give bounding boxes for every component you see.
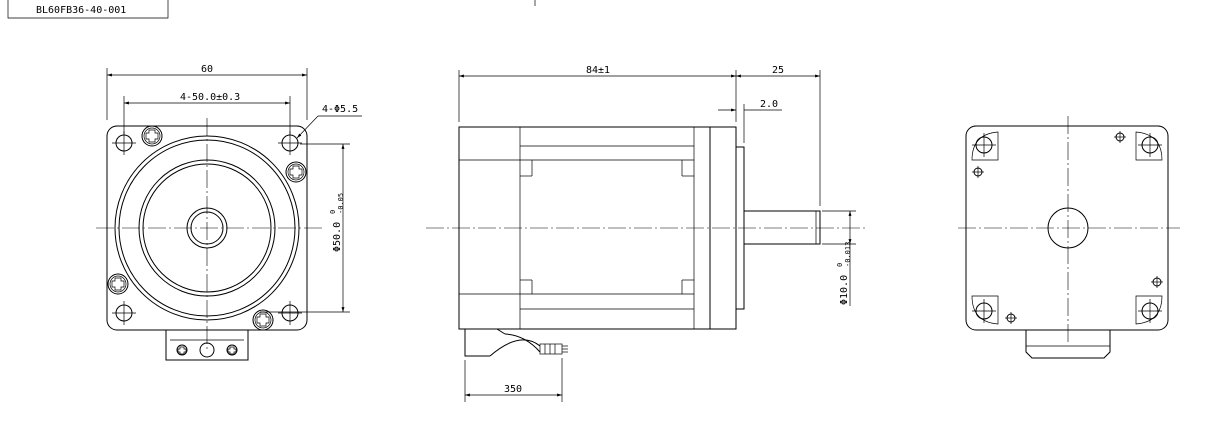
rear-center-hole xyxy=(1047,207,1089,249)
rear-small-hole-3 xyxy=(1151,276,1163,288)
front-pilot xyxy=(138,159,276,297)
mount-hole-bl xyxy=(112,301,136,325)
front-shaft-boss xyxy=(186,207,228,249)
dim-shaft-length: 25 xyxy=(772,65,784,76)
side-cable xyxy=(464,328,568,357)
dim-boss-thickness: 2.0 xyxy=(760,99,778,110)
front-cable-block xyxy=(165,330,249,361)
rear-cable-block xyxy=(1025,330,1111,359)
rear-small-hole-2 xyxy=(1114,131,1126,143)
dim-lead-length: 350 xyxy=(504,384,522,395)
rear-hole-tr xyxy=(1138,133,1162,157)
dim-width: 60 xyxy=(201,64,213,75)
dim-pilot-main: Φ50.0 xyxy=(332,222,343,252)
side-shaft xyxy=(743,210,821,245)
front-outer-ring xyxy=(114,135,300,321)
rear-small-hole-4 xyxy=(1005,312,1017,324)
dim-hole-spacing: 4-50.0±0.3 xyxy=(180,92,240,103)
screw-right xyxy=(285,161,307,183)
dim-body-length: 84±1 xyxy=(586,65,610,76)
dim-pilot-label: Φ50.0 0 -0.05 xyxy=(329,193,345,252)
dim-shaftdia-label: Φ10.0 0 -0.013 xyxy=(836,242,852,305)
rear-hole-tl xyxy=(972,133,996,157)
rear-hole-br xyxy=(1138,299,1162,323)
front-view: 60 4-50.0±0.3 4-Φ5.5 Φ50.0 0 -0.05 xyxy=(96,64,362,361)
screw-left xyxy=(107,273,129,295)
rear-small-hole-1 xyxy=(972,166,984,178)
rear-hole-bl xyxy=(972,299,996,323)
hole-leader xyxy=(296,115,319,139)
dim-shaft-tol-lower: -0.013 xyxy=(844,242,852,267)
dim-shaft-main: Φ10.0 xyxy=(839,275,850,305)
screw-bottom xyxy=(252,309,274,331)
front-flange xyxy=(106,125,308,331)
dim-pilot-tol-upper: 0 xyxy=(329,210,337,214)
front-shaft xyxy=(190,211,224,245)
side-view: 84±1 25 2.0 Φ10.0 0 -0.013 350 xyxy=(426,65,868,402)
title-block: BL60FB36-40-001 xyxy=(7,0,169,19)
mount-hole-tl xyxy=(112,131,136,155)
front-pilot-inner xyxy=(142,163,272,293)
part-number: BL60FB36-40-001 xyxy=(36,5,126,16)
rear-flange xyxy=(965,125,1169,331)
dim-hole-dia: 4-Φ5.5 xyxy=(322,104,358,115)
front-outer-ring-inner xyxy=(118,139,296,317)
mount-hole-tr xyxy=(278,131,302,155)
dim-pilot-tol-lower: -0.05 xyxy=(337,193,345,214)
rear-view xyxy=(958,116,1180,359)
mount-hole-br xyxy=(278,301,302,325)
dim-shaft-tol-upper: 0 xyxy=(836,263,844,267)
screw-top xyxy=(141,125,163,147)
